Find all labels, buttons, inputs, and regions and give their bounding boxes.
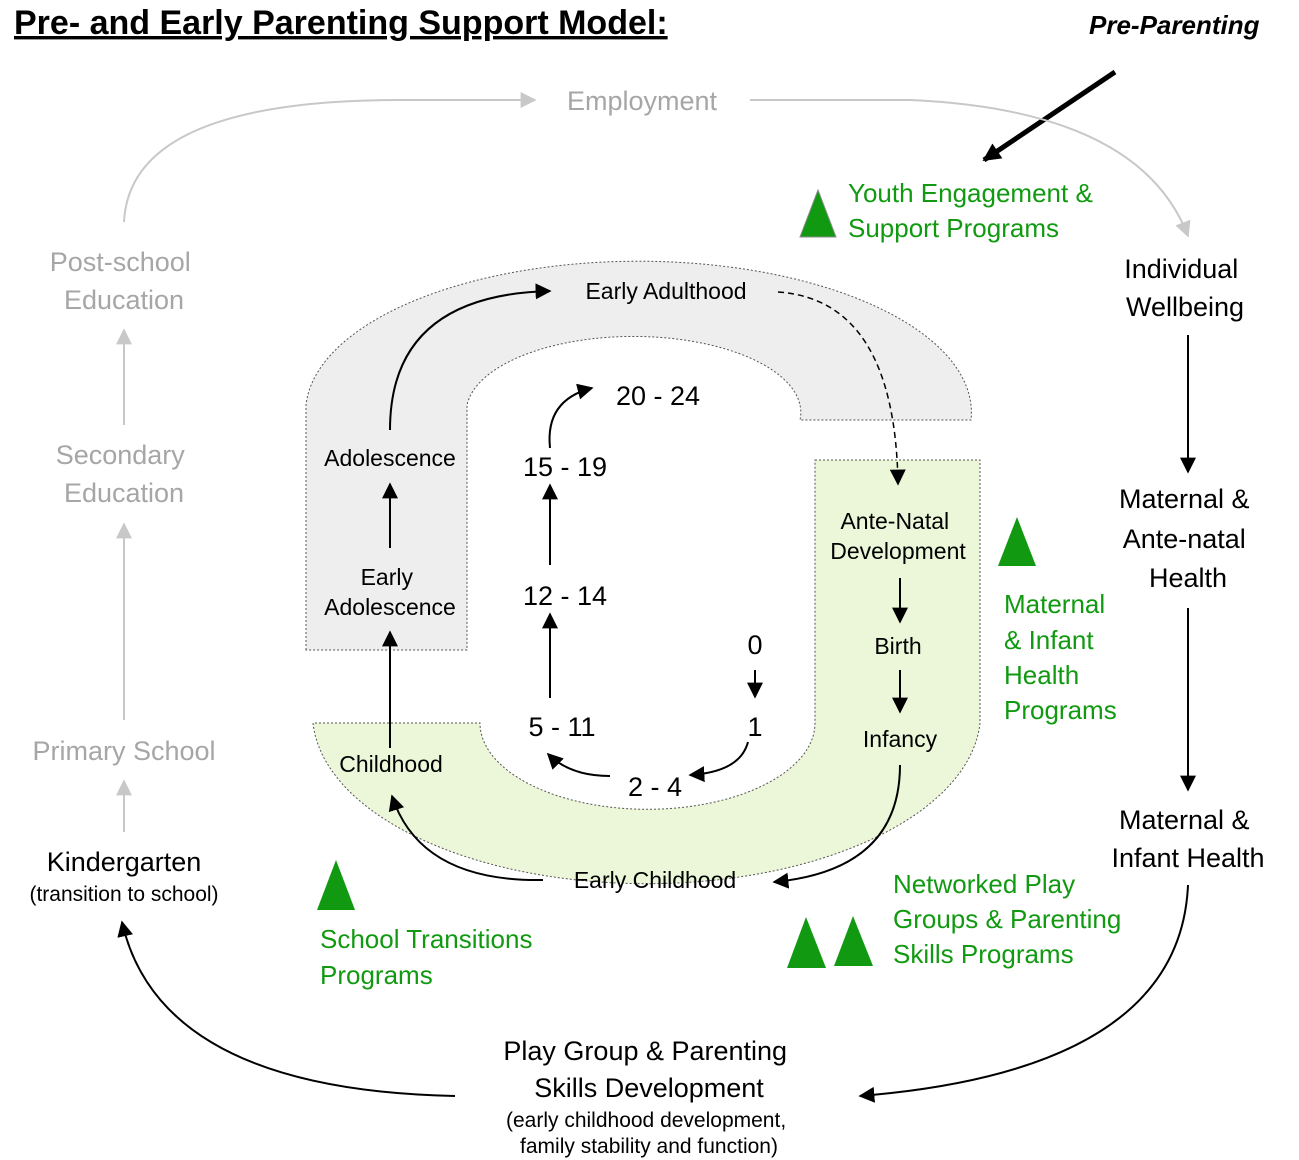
- stage-ante-natal: Ante-Natal Development: [830, 508, 966, 564]
- triangle-youth-program: [799, 188, 837, 238]
- arrow-playgroup-to-kindergarten: [117, 920, 456, 1097]
- green-band: [312, 459, 981, 885]
- program-youth: Youth Engagement & Support Programs: [848, 178, 1100, 243]
- outer-arrow-employment-to-wellbeing: [750, 99, 1191, 238]
- stage-early-childhood: Early Childhood: [574, 867, 736, 893]
- triangle-networked-program-2: [834, 916, 873, 966]
- arrow-infant-to-playgroup: [858, 884, 1189, 1103]
- age-1: 1: [747, 712, 762, 742]
- age-12-14: 12 - 14: [523, 581, 607, 611]
- triangle-school-program: [317, 860, 355, 910]
- triangle-maternal-program: [998, 517, 1036, 566]
- arrow-infancy-to-early-childhood: [772, 764, 901, 889]
- maternal-infant-label: Maternal & Infant Health: [1111, 805, 1264, 873]
- kindergarten-note: (transition to school): [29, 883, 218, 906]
- post-school-label: Post-school Education: [50, 247, 199, 315]
- play-group-label: Play Group & Parenting Skills Developmen…: [503, 1036, 794, 1103]
- arrow-adolescence-to-early-adulthood: [389, 283, 552, 431]
- arrow-age-15-to-20: [548, 383, 594, 449]
- program-school: School Transitions Programs: [320, 924, 540, 990]
- employment-label: Employment: [567, 86, 718, 116]
- age-20-24: 20 - 24: [616, 381, 700, 411]
- age-15-19: 15 - 19: [523, 452, 607, 482]
- age-5-11: 5 - 11: [528, 712, 595, 742]
- maternal-antenatal-label: Maternal & Ante-natal Health: [1119, 484, 1257, 593]
- secondary-label: Secondary Education: [56, 440, 193, 508]
- kindergarten-label: Kindergarten: [47, 847, 202, 877]
- play-group-note: (early childhood development, family sta…: [506, 1109, 792, 1158]
- stage-early-adolescence: Early Adolescence: [324, 564, 456, 620]
- program-maternal: Maternal & Infant Health Programs: [1004, 589, 1117, 725]
- stage-birth: Birth: [874, 633, 921, 659]
- age-2-4: 2 - 4: [628, 772, 682, 802]
- triangle-networked-program-1: [787, 917, 826, 968]
- stage-infancy: Infancy: [863, 726, 938, 752]
- wellbeing-label: Individual Wellbeing: [1124, 254, 1246, 322]
- outer-arrow-post-to-employment: [123, 92, 537, 223]
- arrow-early-childhood-to-childhood: [388, 794, 544, 882]
- pre-parenting-arrow: [982, 69, 1117, 163]
- arrow-age-1-to-2: [688, 741, 749, 783]
- stage-early-adulthood: Early Adulthood: [585, 278, 746, 304]
- primary-label: Primary School: [32, 736, 215, 766]
- program-networked: Networked Play Groups & Parenting Skills…: [893, 869, 1129, 969]
- arrow-age-2-to-5: [546, 752, 611, 777]
- page-title: Pre- and Early Parenting Support Model:: [14, 4, 668, 42]
- grey-band: [305, 260, 972, 651]
- stage-childhood: Childhood: [339, 751, 443, 777]
- stage-adolescence: Adolescence: [324, 445, 456, 471]
- age-0: 0: [747, 630, 762, 660]
- pre-parenting-label: Pre-Parenting: [1089, 10, 1260, 40]
